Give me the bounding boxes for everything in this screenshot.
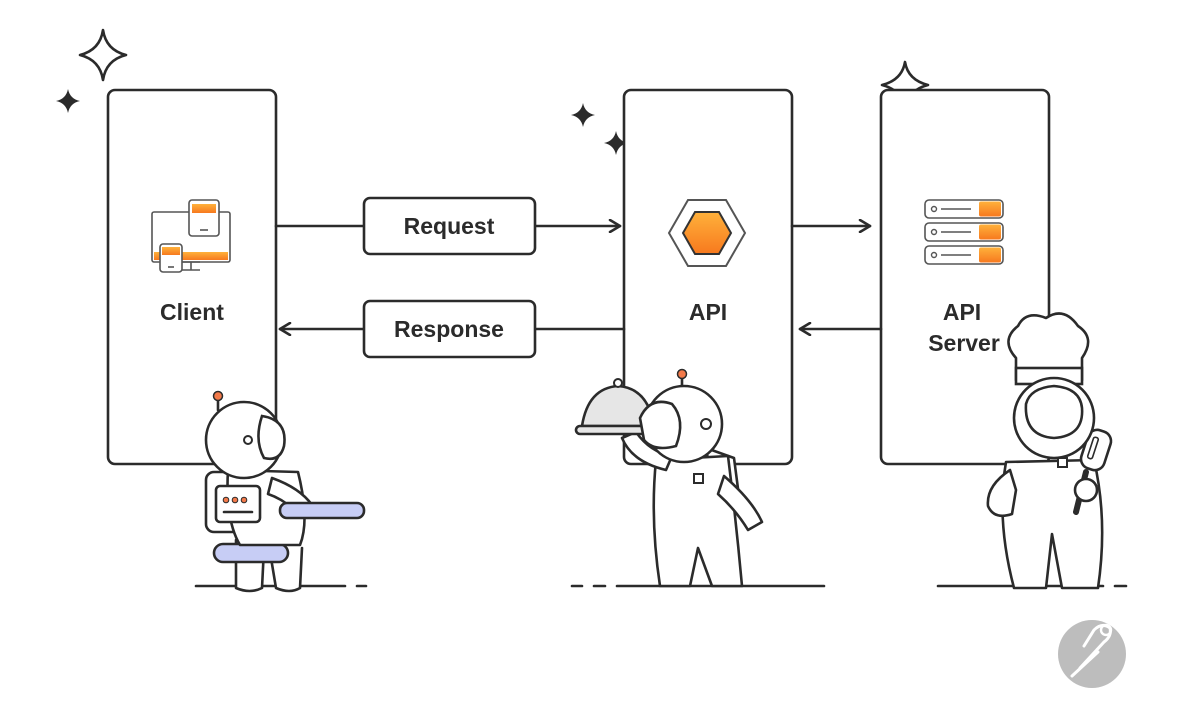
- sparkle-icon: [56, 89, 80, 113]
- api-server-label-line1: API: [943, 299, 981, 325]
- client-label: Client: [160, 299, 224, 325]
- sparkle-icon: [604, 131, 628, 155]
- api-astronaut-illustration: [574, 368, 764, 588]
- api-server-node: API Server: [879, 88, 1051, 466]
- api-server-label-line2: Server: [928, 330, 1000, 356]
- client-box: [106, 88, 278, 466]
- server-rack-icon: [924, 199, 1004, 265]
- request-edge: Request: [274, 196, 622, 256]
- response-label-box: [362, 299, 537, 359]
- sparkle-icon: [571, 103, 595, 127]
- hexagon-icon: [667, 199, 747, 267]
- server-astronaut-illustration: [986, 312, 1113, 590]
- request-label: Request: [404, 213, 495, 239]
- client-astronaut-illustration: [204, 390, 366, 593]
- sparkle-icon: [78, 28, 128, 82]
- api-node: API: [622, 88, 794, 466]
- api-label: API: [689, 299, 727, 325]
- postman-logo-icon: [1058, 620, 1126, 688]
- client-node: Client: [106, 88, 278, 466]
- response-edge: Response: [278, 299, 626, 359]
- response-label: Response: [394, 316, 504, 342]
- request-label-box: [362, 196, 537, 256]
- api-server-box: [879, 88, 1051, 466]
- devices-icon: [151, 199, 231, 273]
